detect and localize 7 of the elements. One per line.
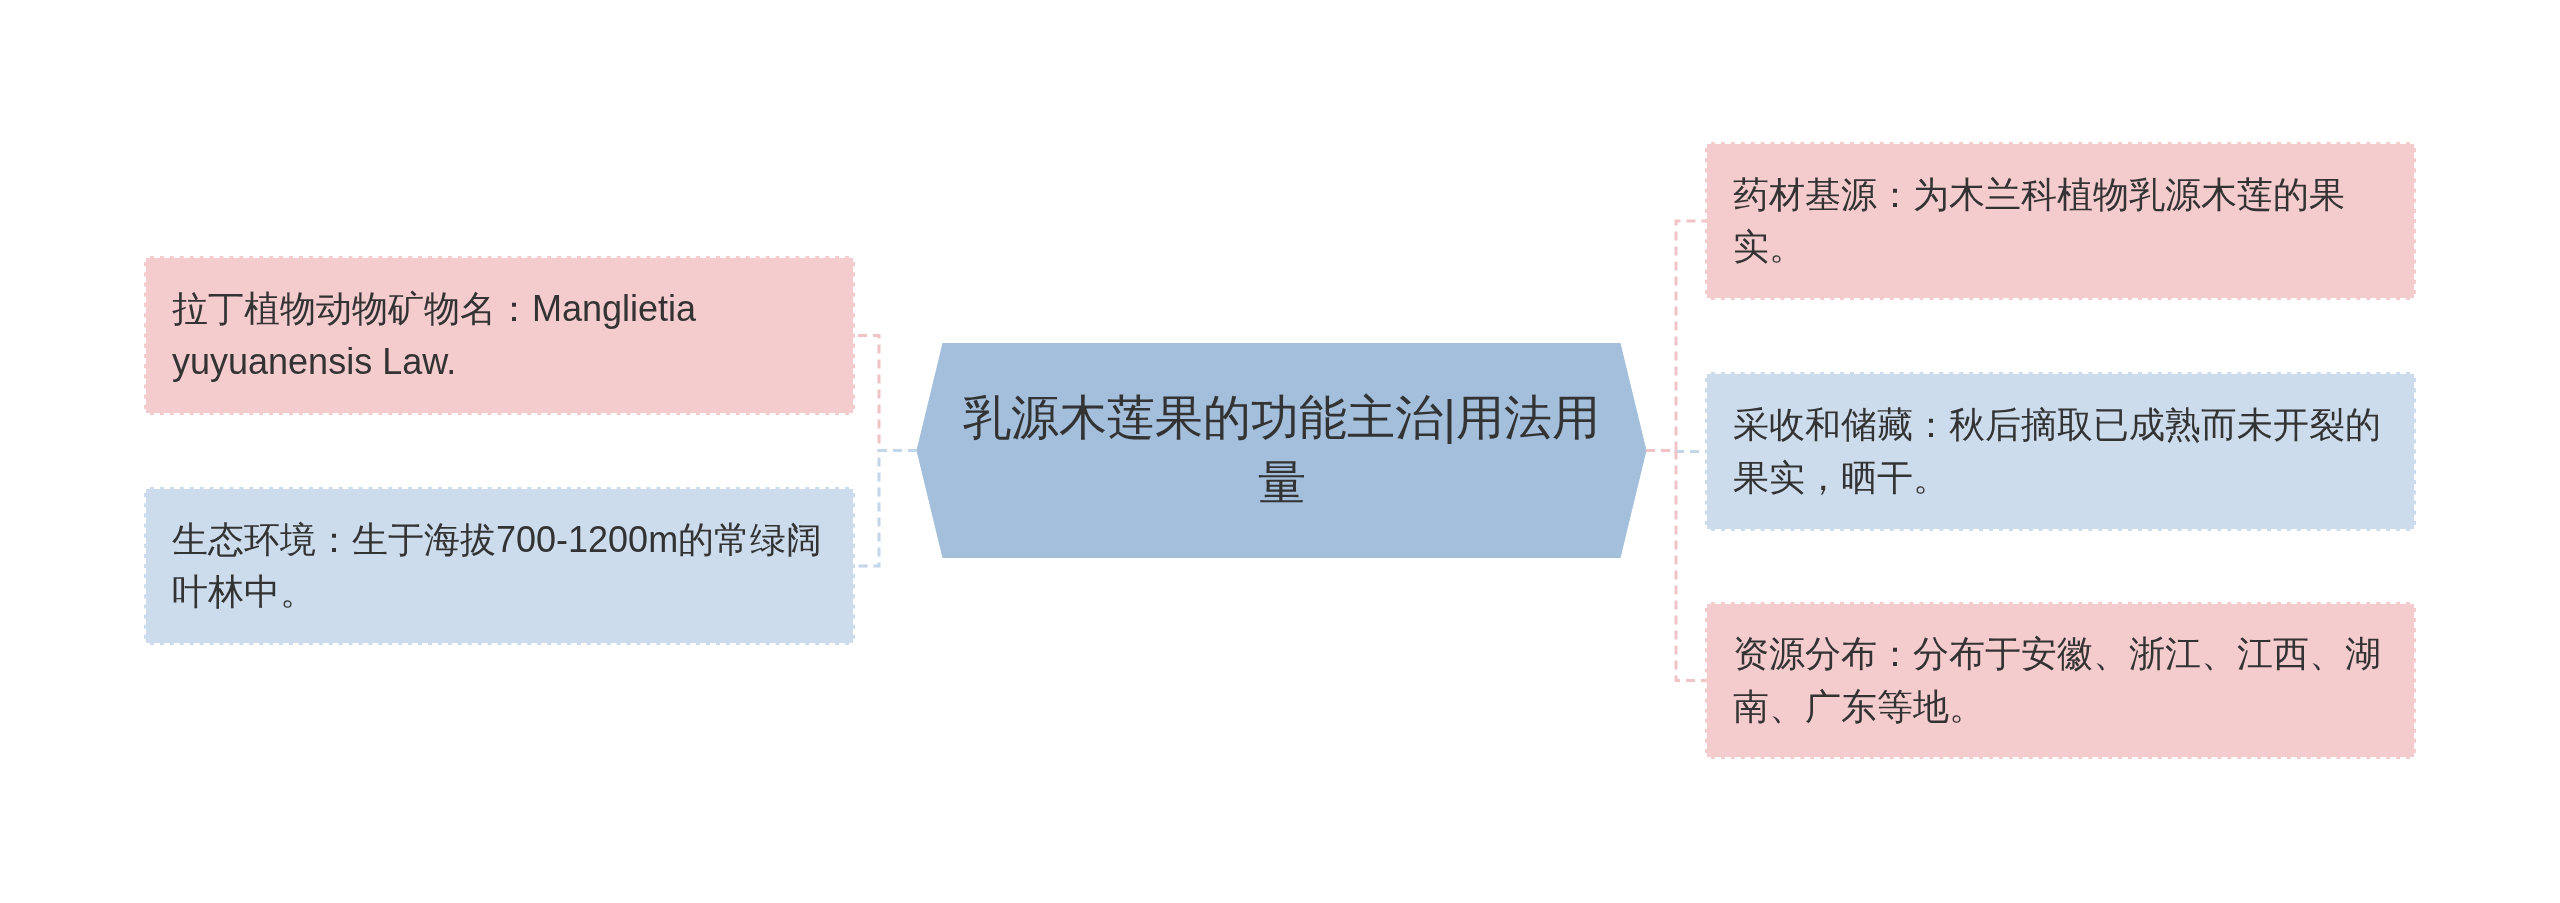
topic-box: 采收和储藏：秋后摘取已成熟而未开裂的果实，晒干。 (1705, 372, 2416, 531)
topic-box: 拉丁植物动物矿物名：Manglietia yuyuanensis Law. (144, 256, 855, 415)
topic-box: 生态环境：生于海拔700-1200m的常绿阔叶林中。 (144, 487, 855, 645)
connector (1646, 449, 1705, 682)
topic-box: 资源分布：分布于安徽、浙江、江西、湖南、广东等地。 (1705, 602, 2416, 759)
topic-box: 药材基源：为木兰科植物乳源木莲的果实。 (1705, 142, 2416, 300)
topic-hexagon: 乳源木莲果的功能主治|用法用量 (917, 343, 1646, 558)
